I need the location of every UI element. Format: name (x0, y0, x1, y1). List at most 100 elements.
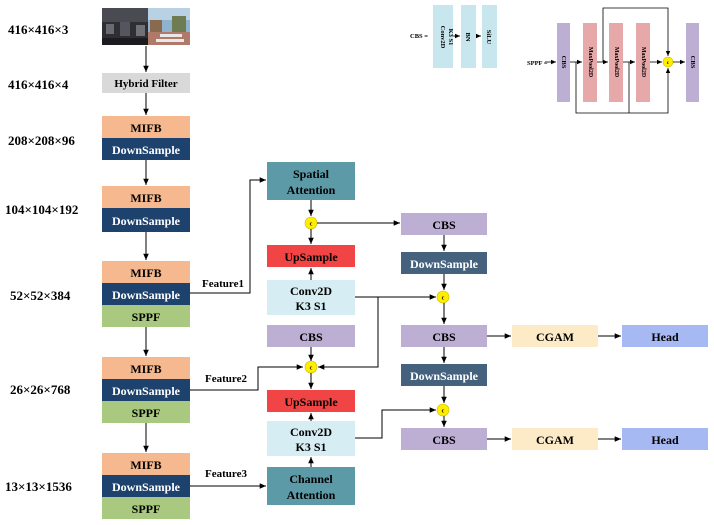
cbs-block-neck-1 (267, 325, 355, 347)
channel-attention-label-1: Channel (289, 472, 333, 486)
legend-bn-label: BN (464, 32, 471, 41)
legend-sppf-cbs-label-1: CBS (560, 56, 567, 69)
legend-maxpool-label-1: MaxPool2D (587, 47, 593, 78)
legend-silu-label: SiLU (485, 30, 492, 45)
downsample-block-5 (102, 475, 190, 497)
mifb-block-4 (102, 357, 190, 379)
dim-label-filter: 416×416×4 (8, 77, 69, 92)
mifb-block-1 (102, 116, 190, 138)
concat-node-4 (436, 403, 450, 417)
mifb-block-5 (102, 453, 190, 475)
legend-sppf-label: SPPF = (527, 60, 548, 67)
dim-label-stage4: 26×26×768 (10, 382, 71, 397)
sppf-label-2: SPPF (132, 406, 161, 420)
upsample-label-2: UpSample (284, 395, 338, 409)
legend-conv-label-1: Conv2D (439, 26, 446, 49)
concat-node-3 (436, 290, 450, 304)
conv2d-label-1a: Conv2D (290, 284, 332, 298)
legend-sppf-cbs-2 (686, 23, 699, 102)
input-image (102, 8, 190, 45)
conv2d-block-1 (267, 280, 355, 315)
downsample-block-right-2 (401, 364, 487, 386)
cgam-label-2: CGAM (536, 433, 574, 447)
channel-attention-block (267, 467, 355, 505)
concat-label-3: c (442, 296, 445, 302)
cbs-block-right-3 (401, 428, 487, 450)
cbs-label-right-3: CBS (432, 433, 456, 447)
dim-label-stage2: 104×104×192 (5, 202, 78, 217)
downsample-label-right-1: DownSample (410, 257, 479, 271)
feature2-label: Feature2 (205, 373, 247, 385)
dim-label-input: 416×416×3 (8, 22, 69, 37)
mifb-label-3: MIFB (130, 266, 161, 280)
hybrid-filter-label: Hybrid Filter (114, 78, 177, 90)
conv2d-label-2b: K3 S1 (295, 440, 326, 454)
head-block-2 (622, 428, 708, 450)
cbs-block-right-1 (401, 213, 487, 235)
head-label-1: Head (651, 330, 679, 344)
conv2d-label-2a: Conv2D (290, 425, 332, 439)
sppf-label-3: SPPF (132, 502, 161, 516)
concat-label-4: c (442, 409, 445, 415)
feature-connectors (190, 177, 303, 489)
downsample-label-2: DownSample (112, 214, 181, 228)
dim-label-stage5: 13×13×1536 (5, 479, 72, 494)
downsample-block-2 (102, 208, 190, 232)
spatial-attention-label-2: Attention (287, 183, 336, 197)
sppf-block-2 (102, 401, 190, 423)
mifb-label-2: MIFB (130, 191, 161, 205)
legend-cbs-label: CBS = (410, 33, 428, 40)
mifb-block-2 (102, 186, 190, 208)
upsample-label-1: UpSample (284, 250, 338, 264)
cbs-label-neck-1: CBS (299, 330, 323, 344)
legend-sppf: SPPF = CBS MaxPool2D MaxPool2D MaxPool2D… (527, 7, 699, 114)
mifb-label-4: MIFB (130, 362, 161, 376)
head-label-2: Head (651, 433, 679, 447)
legend-maxpool-2 (609, 23, 623, 102)
mifb-label-5: MIFB (130, 458, 161, 472)
legend-conv-block (433, 5, 453, 68)
legend-silu-block (482, 5, 497, 68)
concat-label-2: c (310, 366, 313, 372)
downsample-label-4: DownSample (112, 384, 181, 398)
legend-conv-label-2: K3 S1 (447, 29, 454, 46)
downsample-label-3: DownSample (112, 288, 181, 302)
right-arrows (441, 235, 621, 442)
cbs-label-right-2: CBS (432, 330, 456, 344)
downsample-block-right-1 (401, 252, 487, 274)
legend-cbs: CBS = Conv2D K3 S1 BN SiLU (410, 5, 497, 68)
downsample-label-right-2: DownSample (410, 369, 479, 383)
feature1-label: Feature1 (202, 278, 244, 290)
spatial-attention-label-1: Spatial (293, 167, 330, 181)
legend-maxpool-label-3: MaxPool2D (640, 47, 646, 78)
legend-maxpool-3 (636, 23, 650, 102)
legend-sppf-cbs-label-2: CBS (689, 56, 696, 69)
dim-label-stage1: 208×208×96 (8, 133, 75, 148)
conv2d-block-2 (267, 421, 355, 456)
cbs-block-right-2 (401, 325, 487, 347)
legend-maxpool-label-2: MaxPool2D (613, 47, 619, 78)
hybrid-filter-block (102, 73, 190, 93)
upsample-block-2 (267, 390, 355, 412)
downsample-block-3 (102, 283, 190, 305)
legend-sppf-cbs-1 (557, 23, 570, 102)
concat-label-1: c (310, 222, 313, 228)
sppf-label-1: SPPF (132, 310, 161, 324)
mifb-label-1: MIFB (130, 121, 161, 135)
cgam-block-1 (512, 325, 598, 347)
sppf-block-3 (102, 497, 190, 519)
downsample-label-1: DownSample (112, 143, 181, 157)
dim-label-stage3: 52×52×384 (10, 288, 71, 303)
downsample-block-4 (102, 379, 190, 401)
legend-concat-label: c (667, 61, 670, 66)
cgam-label-1: CGAM (536, 330, 574, 344)
spatial-attention-block (267, 162, 355, 200)
legend-maxpool-1 (583, 23, 597, 102)
mifb-block-3 (102, 261, 190, 283)
legend-bn-block (461, 5, 476, 68)
cbs-label-right-1: CBS (432, 218, 456, 232)
channel-attention-label-2: Attention (287, 488, 336, 502)
downsample-label-5: DownSample (112, 480, 181, 494)
head-block-1 (622, 325, 708, 347)
